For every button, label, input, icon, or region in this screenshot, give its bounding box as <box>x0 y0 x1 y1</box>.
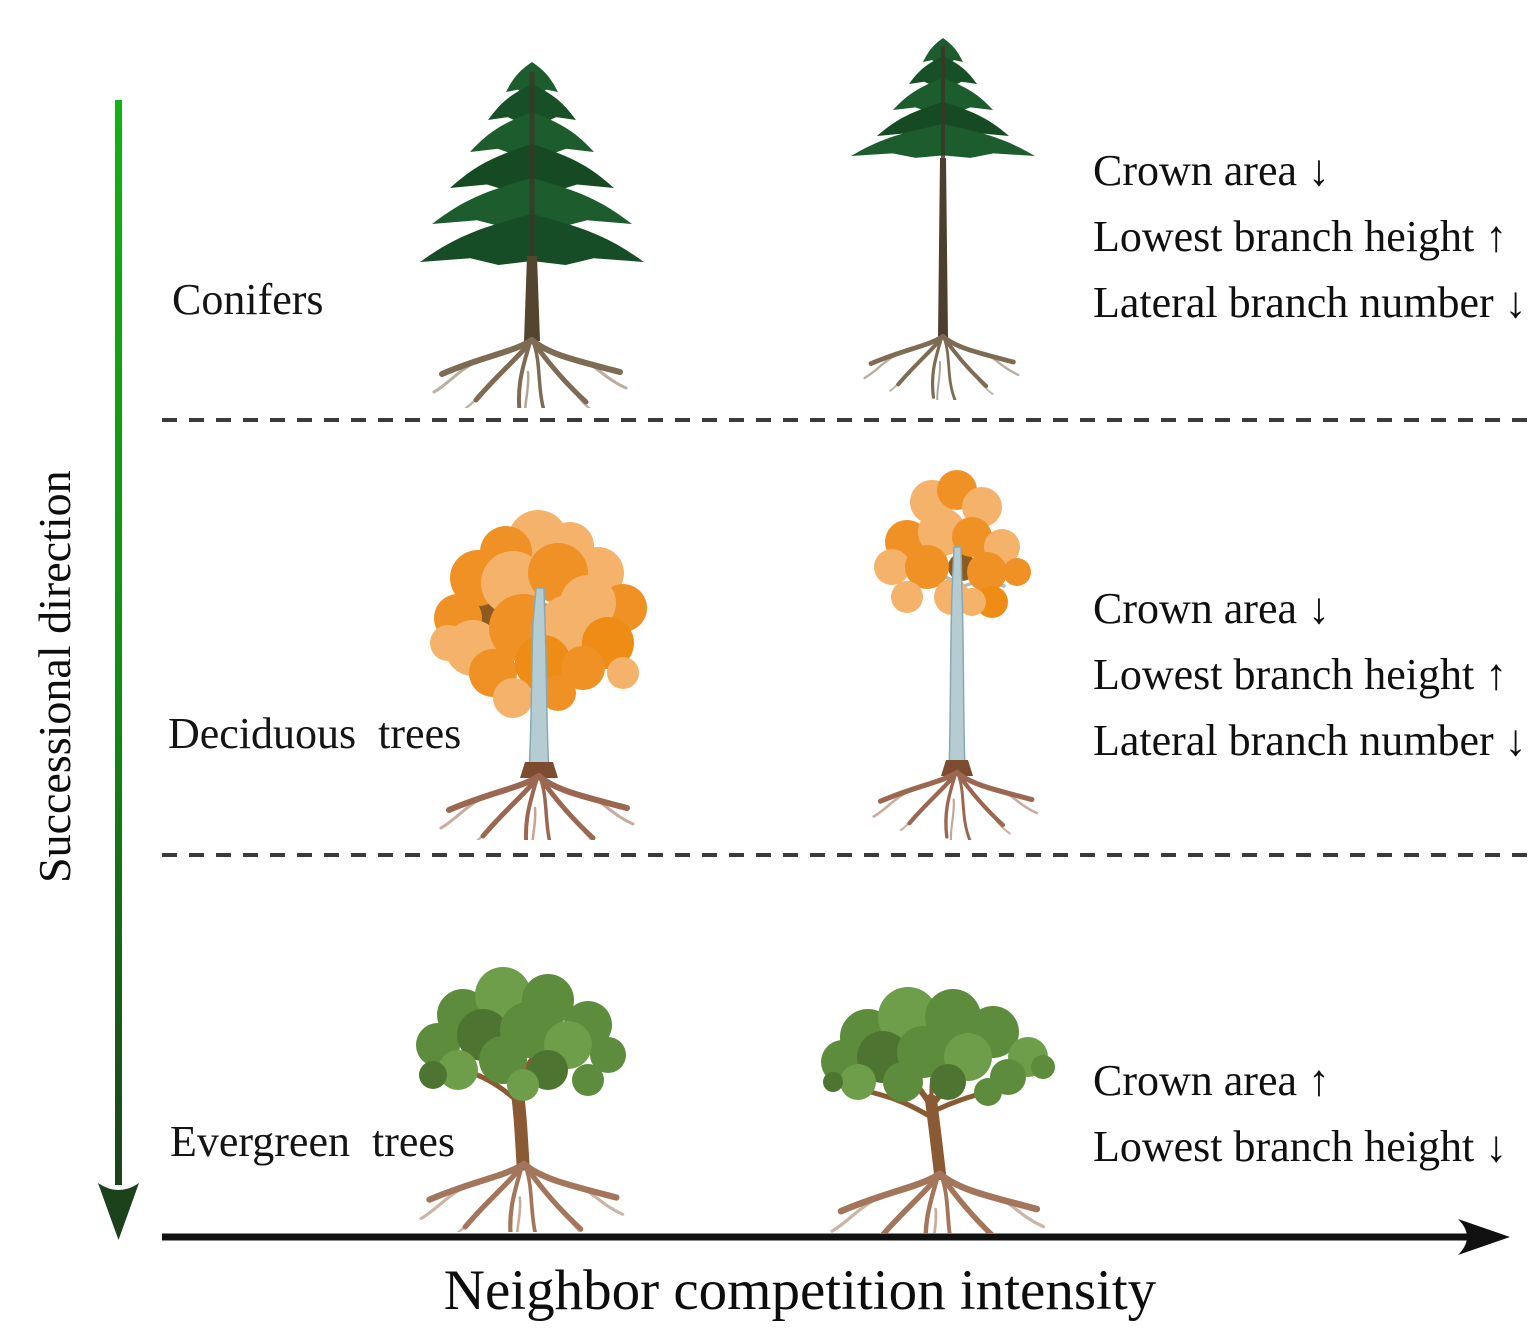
succession-direction-arrow <box>98 100 139 1240</box>
x-axis-label: Neighbor competition intensity <box>443 1259 1157 1322</box>
annotations-deciduous: Crown area ↓ Lowest branch height ↑ Late… <box>1093 576 1527 774</box>
deciduous-wide-crown-tree <box>430 510 647 840</box>
row-label-conifers: Conifers <box>172 275 324 324</box>
annotation-crown-area: Crown area ↓ <box>1093 146 1331 195</box>
annotation-lowest-branch-height: Lowest branch height ↓ <box>1093 1122 1508 1171</box>
conifer-wide-crown-tree <box>420 62 644 408</box>
annotations-evergreen: Crown area ↑ Lowest branch height ↓ <box>1093 1048 1507 1180</box>
row-label-evergreen: Evergreen trees <box>170 1117 456 1166</box>
annotation-crown-area: Crown area ↑ <box>1093 1056 1331 1105</box>
divider-deciduous-evergreen <box>162 853 1534 857</box>
annotation-crown-area: Crown area ↓ <box>1093 584 1331 633</box>
annotation-lateral-branch-number: Lateral branch number ↓ <box>1093 716 1527 765</box>
annotation-lateral-branch-number: Lateral branch number ↓ <box>1093 278 1527 327</box>
competition-intensity-axis-arrow <box>162 1219 1510 1255</box>
conifer-reduced-crown-tree <box>851 38 1035 400</box>
evergreen-expanded-crown-tree <box>821 987 1055 1234</box>
deciduous-reduced-crown-tree <box>862 470 1047 840</box>
y-axis-label: Successional direction <box>29 470 80 884</box>
annotation-lowest-branch-height: Lowest branch height ↑ <box>1093 650 1508 699</box>
divider-conifer-deciduous <box>162 418 1534 422</box>
annotation-lowest-branch-height: Lowest branch height ↑ <box>1093 212 1508 261</box>
annotations-conifers: Crown area ↓ Lowest branch height ↑ Late… <box>1093 138 1527 336</box>
row-label-deciduous: Deciduous trees <box>168 709 462 758</box>
evergreen-moderate-crown-tree <box>416 967 626 1232</box>
